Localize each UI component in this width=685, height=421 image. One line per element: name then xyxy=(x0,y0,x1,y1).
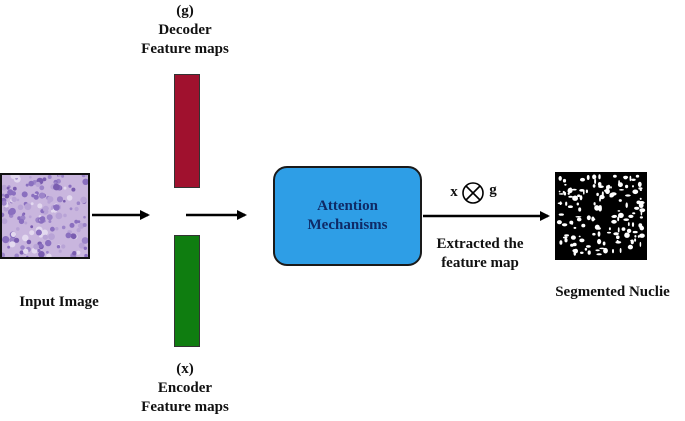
encoder-tag: (x) xyxy=(176,361,194,377)
decoder-label: (g) Decoder Feature maps xyxy=(110,2,260,59)
extracted-line1: Extracted the xyxy=(436,236,524,252)
encoder-feature-bar xyxy=(174,235,200,347)
decoder-subtitle: Feature maps xyxy=(141,41,229,57)
attention-line2: Mechanisms xyxy=(307,217,388,233)
extracted-line2: feature map xyxy=(441,255,519,271)
decoder-tag: (g) xyxy=(176,3,194,19)
encoder-label: (x) Encoder Feature maps xyxy=(110,360,260,417)
encoder-title: Encoder xyxy=(157,380,213,396)
segmented-nuclei-label: Segmented Nuclie xyxy=(555,284,670,300)
input-histology-image xyxy=(0,173,90,259)
extracted-feature-label: Extracted the feature map xyxy=(420,235,540,273)
decoder-title: Decoder xyxy=(158,22,212,38)
attention-mechanisms-box: Attention Mechanisms xyxy=(273,166,422,266)
segmented-nuclei-image xyxy=(555,172,647,260)
decoder-feature-bar xyxy=(174,74,200,188)
multiply-operator-icon xyxy=(462,182,484,204)
operator-g-label: g xyxy=(489,182,497,198)
encoder-subtitle: Feature maps xyxy=(141,399,229,415)
operator-x-label: x xyxy=(450,184,458,200)
attention-line1: Attention xyxy=(317,198,378,214)
input-image-label: Input Image xyxy=(19,294,99,310)
